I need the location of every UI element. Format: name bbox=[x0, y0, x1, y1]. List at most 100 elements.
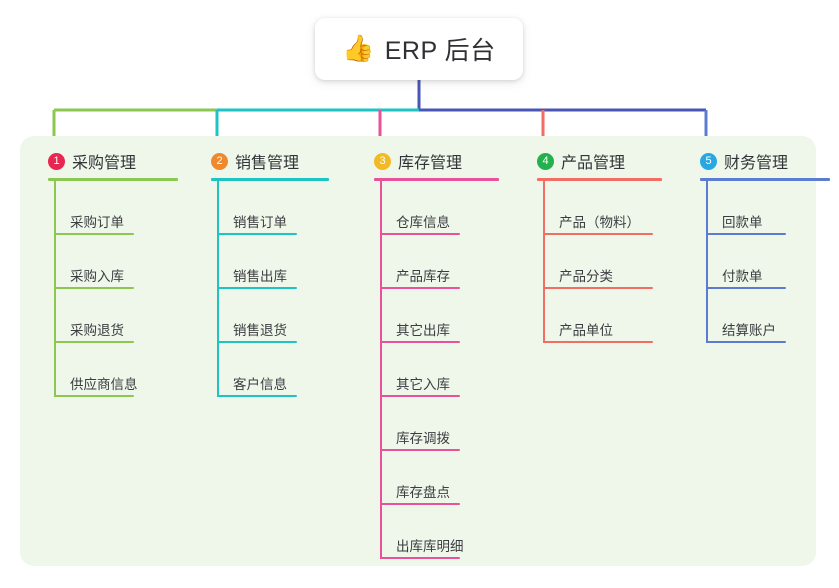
branch-item[interactable]: 库存盘点 bbox=[360, 451, 520, 505]
branch-index-badge: 5 bbox=[700, 152, 717, 170]
branch-item-label: 销售出库 bbox=[233, 269, 287, 284]
branch-header-rule bbox=[211, 178, 329, 181]
branch-item-rule bbox=[54, 395, 134, 397]
branch-item[interactable]: 产品（物料） bbox=[523, 181, 683, 235]
branch-item-rule bbox=[380, 341, 460, 343]
branch-item-rule bbox=[380, 557, 460, 559]
branch-title: 采购管理 bbox=[72, 155, 137, 172]
branch-header[interactable]: 5 财务管理 bbox=[686, 144, 839, 178]
branch-item-rule bbox=[543, 233, 653, 235]
root-node[interactable]: 👍 ERP 后台 bbox=[315, 18, 523, 80]
branch-item-rule bbox=[380, 233, 460, 235]
branch-item-label: 出库库明细 bbox=[396, 539, 464, 554]
branch-item-label: 采购退货 bbox=[70, 323, 124, 338]
branch-item-rule bbox=[54, 287, 134, 289]
branch-header-rule bbox=[537, 178, 662, 181]
thumbs-up-icon: 👍 bbox=[342, 34, 375, 64]
branch-header-rule bbox=[374, 178, 499, 181]
branch-item[interactable]: 销售订单 bbox=[197, 181, 357, 235]
branch-items: 仓库信息产品库存其它出库其它入库库存调拨库存盘点出库库明细 bbox=[360, 181, 520, 559]
branch-items: 采购订单采购入库采购退货供应商信息 bbox=[34, 181, 194, 397]
branch-item[interactable]: 供应商信息 bbox=[34, 343, 194, 397]
branch-item-label: 产品单位 bbox=[559, 323, 613, 338]
branch-column: 4 产品管理产品（物料） 产品分类产品单位 bbox=[523, 144, 683, 343]
branch-index-badge: 4 bbox=[537, 152, 554, 170]
branch-item-rule bbox=[380, 395, 460, 397]
branch-header-rule bbox=[48, 178, 178, 181]
branch-title: 财务管理 bbox=[724, 155, 789, 172]
branch-trunk-line bbox=[54, 181, 56, 397]
branch-items: 产品（物料） 产品分类产品单位 bbox=[523, 181, 683, 343]
branch-item[interactable]: 仓库信息 bbox=[360, 181, 520, 235]
branch-item[interactable]: 客户信息 bbox=[197, 343, 357, 397]
branch-item-label: 采购订单 bbox=[70, 215, 124, 230]
branch-item[interactable]: 产品单位 bbox=[523, 289, 683, 343]
branch-item[interactable]: 其它出库 bbox=[360, 289, 520, 343]
branch-column: 1 采购管理采购订单采购入库采购退货供应商信息 bbox=[34, 144, 194, 397]
branch-header[interactable]: 3 库存管理 bbox=[360, 144, 520, 178]
branch-item-label: 付款单 bbox=[722, 269, 763, 284]
branch-item-rule bbox=[380, 503, 460, 505]
branch-item[interactable]: 采购退货 bbox=[34, 289, 194, 343]
branch-trunk-line bbox=[380, 181, 382, 559]
branch-item-label: 产品库存 bbox=[396, 269, 450, 284]
branch-trunk-line bbox=[706, 181, 708, 343]
branch-item-rule bbox=[543, 341, 653, 343]
branch-item[interactable]: 回款单 bbox=[686, 181, 839, 235]
branch-header-rule bbox=[700, 178, 830, 181]
branch-item[interactable]: 其它入库 bbox=[360, 343, 520, 397]
root-title: ERP 后台 bbox=[384, 37, 496, 65]
branch-item-label: 采购入库 bbox=[70, 269, 124, 284]
branch-item[interactable]: 销售退货 bbox=[197, 289, 357, 343]
branches-panel bbox=[20, 136, 816, 566]
branch-item-label: 销售退货 bbox=[233, 323, 287, 338]
branch-item-rule bbox=[543, 287, 653, 289]
branch-title: 产品管理 bbox=[561, 155, 626, 172]
branch-item-label: 结算账户 bbox=[722, 323, 776, 338]
branch-column: 3 库存管理仓库信息产品库存其它出库其它入库库存调拨库存盘点出库库明细 bbox=[360, 144, 520, 559]
branch-item[interactable]: 采购订单 bbox=[34, 181, 194, 235]
branch-item-label: 客户信息 bbox=[233, 377, 287, 392]
branch-item-label: 库存调拨 bbox=[396, 431, 450, 446]
branch-item-rule bbox=[706, 233, 786, 235]
branch-header[interactable]: 4 产品管理 bbox=[523, 144, 683, 178]
branch-item-rule bbox=[706, 287, 786, 289]
branch-item-label: 其它出库 bbox=[396, 323, 450, 338]
branch-item[interactable]: 库存调拨 bbox=[360, 397, 520, 451]
branch-item[interactable]: 采购入库 bbox=[34, 235, 194, 289]
branch-item-label: 库存盘点 bbox=[396, 485, 450, 500]
branch-header[interactable]: 1 采购管理 bbox=[34, 144, 194, 178]
branch-item-label: 销售订单 bbox=[233, 215, 287, 230]
branch-item[interactable]: 结算账户 bbox=[686, 289, 839, 343]
branch-item-label: 仓库信息 bbox=[396, 215, 450, 230]
branch-item-rule bbox=[217, 233, 297, 235]
branch-trunk-line bbox=[217, 181, 219, 397]
branch-item-rule bbox=[706, 341, 786, 343]
branch-trunk-line bbox=[543, 181, 545, 343]
branch-item[interactable]: 出库库明细 bbox=[360, 505, 520, 559]
branch-item-rule bbox=[54, 341, 134, 343]
branch-item[interactable]: 产品库存 bbox=[360, 235, 520, 289]
branch-items: 回款单付款单结算账户 bbox=[686, 181, 839, 343]
branch-item-rule bbox=[380, 449, 460, 451]
branch-item-rule bbox=[217, 341, 297, 343]
branch-item-label: 产品分类 bbox=[559, 269, 613, 284]
branch-item-label: 回款单 bbox=[722, 215, 763, 230]
branch-item-rule bbox=[380, 287, 460, 289]
branch-item[interactable]: 销售出库 bbox=[197, 235, 357, 289]
branch-item-label: 供应商信息 bbox=[70, 377, 138, 392]
branch-items: 销售订单销售出库销售退货客户信息 bbox=[197, 181, 357, 397]
branch-item-rule bbox=[217, 395, 297, 397]
branch-title: 库存管理 bbox=[398, 155, 463, 172]
branch-item-label: 产品（物料） bbox=[559, 215, 640, 230]
branch-item[interactable]: 产品分类 bbox=[523, 235, 683, 289]
branch-title: 销售管理 bbox=[235, 155, 300, 172]
branch-index-badge: 3 bbox=[374, 152, 391, 170]
branch-item-label: 其它入库 bbox=[396, 377, 450, 392]
branch-item-rule bbox=[54, 233, 134, 235]
branch-index-badge: 1 bbox=[48, 152, 65, 170]
branch-item[interactable]: 付款单 bbox=[686, 235, 839, 289]
